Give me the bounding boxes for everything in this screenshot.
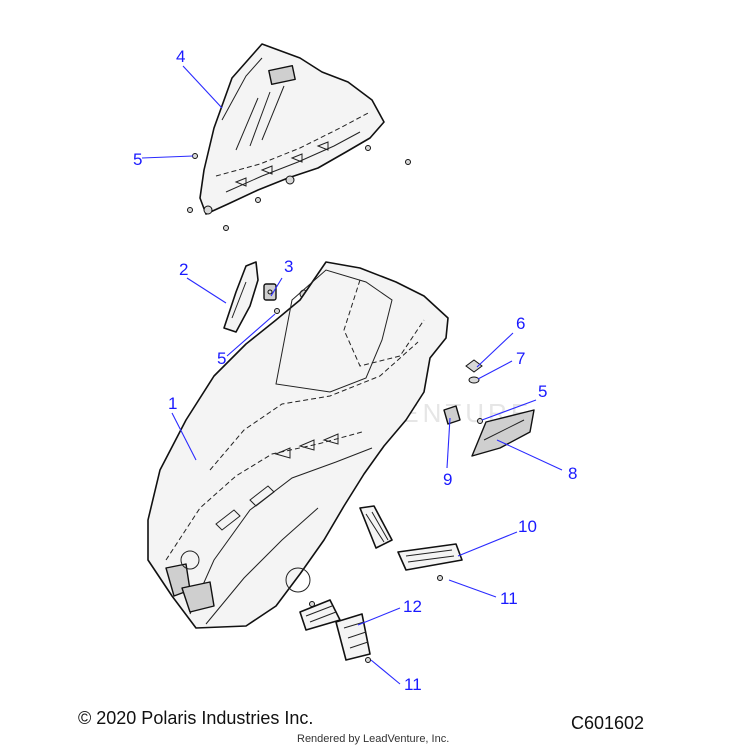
callout-c5c: 5	[538, 382, 547, 401]
leader-line-c1	[171, 412, 197, 461]
callout-c3: 3	[284, 257, 293, 276]
leader-line-c12	[357, 607, 401, 626]
windshield-part	[199, 43, 385, 215]
callout-c11a: 11	[500, 589, 518, 608]
leader-line-c11a	[448, 579, 497, 598]
clip-part-9	[443, 405, 461, 425]
leader-line-c3	[270, 277, 283, 297]
leader-line-c7	[477, 360, 513, 380]
callout-c6: 6	[516, 314, 525, 333]
leader-line-c2	[186, 277, 227, 304]
leader-line-c9	[446, 417, 451, 469]
callout-c11b: 11	[404, 675, 422, 694]
leader-line-c10	[457, 531, 518, 557]
vent-grille-part-10	[359, 505, 463, 581]
leader-line-c5a	[141, 155, 194, 159]
side-panel-part	[223, 261, 259, 333]
callout-c7: 7	[516, 349, 525, 368]
leader-line-c11b	[370, 659, 401, 685]
callout-c4: 4	[176, 47, 185, 66]
copyright-text: © 2020 Polaris Industries Inc.	[78, 708, 314, 728]
callout-c5b: 5	[217, 349, 226, 368]
leader-line-c8	[496, 439, 563, 471]
callout-c10: 10	[518, 517, 537, 536]
callout-c5a: 5	[133, 150, 142, 169]
side-panel-right-part	[471, 409, 535, 457]
callout-c1: 1	[168, 394, 177, 413]
callout-c8: 8	[568, 464, 577, 483]
vent-grille-part-12	[299, 599, 371, 663]
callout-c2: 2	[179, 260, 188, 279]
windshield-screws	[187, 145, 411, 231]
rendered-by-text: Rendered by LeadVenture, Inc.	[297, 733, 450, 745]
leader-line-c6	[476, 332, 514, 368]
callout-c12: 12	[403, 597, 422, 616]
fastener-part-6-7	[465, 359, 483, 424]
hood-part	[147, 261, 449, 629]
callout-c9: 9	[443, 470, 452, 489]
leader-line-c4	[182, 65, 223, 109]
leader-line-c5c	[481, 399, 537, 421]
leader-lines	[141, 65, 563, 685]
leader-line-c5b	[226, 313, 276, 357]
diagram-code: C601602	[571, 713, 645, 733]
